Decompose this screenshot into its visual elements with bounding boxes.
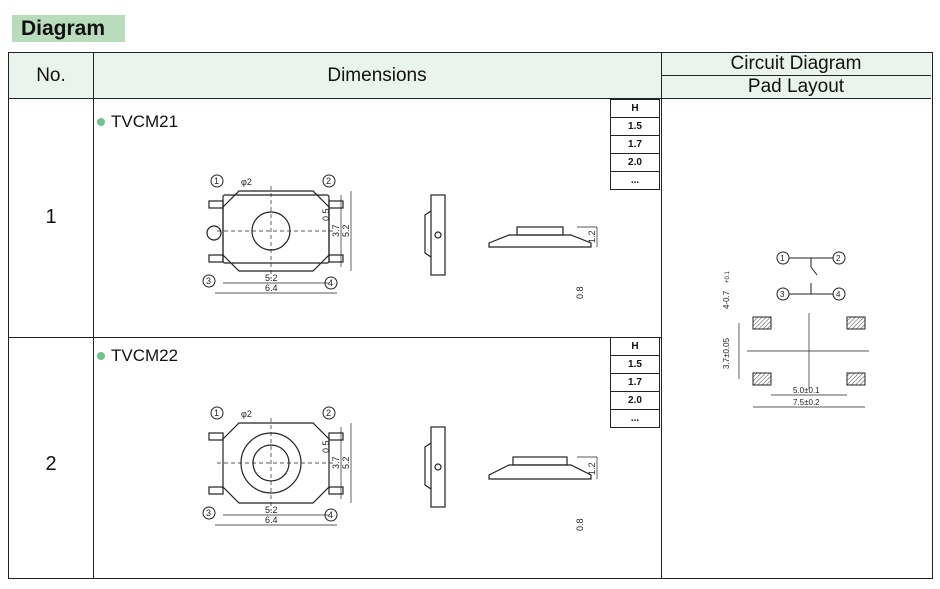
row-number: 2 [45,453,57,475]
model-name: TVCM21 [111,112,179,131]
model-name: TVCM22 [111,346,179,365]
pin-label: 1 [780,254,785,263]
model-label: TVCM21 [97,112,178,132]
height-value: 1.5 [611,117,659,135]
header-pad-layout: Pad Layout [661,76,931,99]
dim-label: 0.5 [321,208,331,221]
section-title: Diagram [12,15,125,42]
height-value: 1.7 [611,373,659,391]
dim-label: φ2 [241,177,252,187]
height-value: 1.7 [611,135,659,153]
pad-dim-label: 5.0±0.1 [793,386,820,395]
pin-label: 1 [214,176,219,186]
diagram-table: No. Dimensions Circuit Diagram Pad Layou… [8,52,933,579]
dim-label: 3.7 [331,224,341,237]
pad-dim-label: 7.5±0.2 [793,398,820,407]
height-header: H [631,341,639,352]
pin-label: 2 [836,254,841,263]
pin-label: 1 [214,408,219,418]
dim-label: 6.4 [265,515,278,525]
dim-label: 0.8 [575,286,585,299]
column-divider [93,53,94,578]
dim-label: φ2 [241,409,252,419]
row-number: 1 [45,206,57,228]
pin-label: 2 [326,176,331,186]
switch-body [222,194,330,264]
column-divider [661,53,662,578]
dim-label: 5.2 [265,505,278,515]
dim-label: 6.4 [265,283,278,293]
pin-label: 3 [206,508,211,518]
header-no: No. [9,53,93,99]
pin-label: 2 [326,408,331,418]
circuit-pad-drawing: 1 2 3 4 4-0.7 +0.1 3.7±0.05 5.0±0.1 7.5±… [722,251,869,408]
pin-label: 3 [206,276,211,286]
model-label: TVCM22 [97,346,178,366]
dimension-drawing-1: 1 2 3 4 φ2 0.5 3.7 5.2 5.2 6.4 1.2 H 0.8 [202,174,598,299]
pin-label: 4 [328,278,333,288]
pad-dim-label: 4-0.7 [722,290,731,309]
dim-label: 0.8 [575,518,585,531]
dim-label: 1.2 [587,462,597,475]
height-value: 2.0 [611,391,659,409]
height-table: H 1.5 1.7 2.0 ... [610,337,660,428]
pin-label: 3 [780,290,785,299]
dim-label: 5.2 [265,273,278,283]
pin-label: 4 [328,510,333,520]
header-dimensions: Dimensions [93,53,661,99]
pad-dim-label: 3.7±0.05 [722,337,731,369]
dim-label: 0.5 [321,440,331,453]
pin-label: 4 [836,290,841,299]
dim-label: 5.2 [341,456,351,469]
dimension-drawing-2: 1 2 3 4 φ2 0.5 3.7 5.2 5.2 6.4 1.2 H 0.8 [202,406,598,531]
height-value: 2.0 [611,153,659,171]
height-value: ... [611,171,659,189]
height-header: H [631,103,639,114]
pin-circle [206,225,222,241]
header-circuit-diagram: Circuit Diagram [661,53,931,76]
height-table: H 1.5 1.7 2.0 ... [610,99,660,190]
dim-label: 1.2 [587,230,597,243]
row-divider [9,337,661,338]
height-value: 1.5 [611,355,659,373]
bullet-dot [97,352,105,360]
height-value: ... [611,409,659,427]
pad-dim-label: +0.1 [725,270,731,283]
bullet-dot [97,118,105,126]
dim-label: 5.2 [341,224,351,237]
dim-label: 3.7 [331,456,341,469]
